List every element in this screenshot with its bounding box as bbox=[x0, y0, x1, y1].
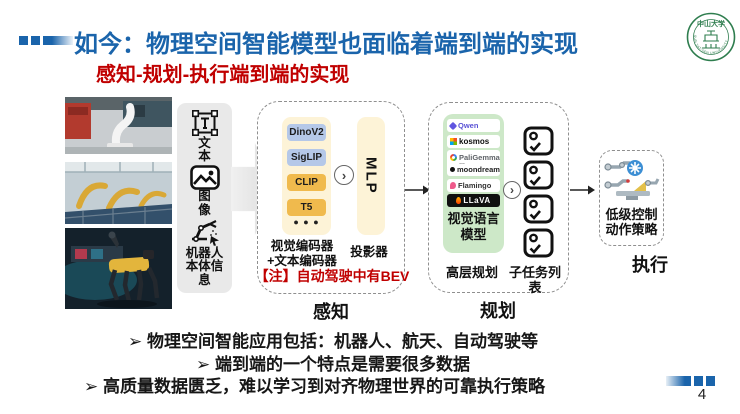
model-kosmos: kosmos bbox=[447, 134, 500, 148]
task-checkbox-icon bbox=[523, 160, 554, 190]
photo-robot-dog bbox=[65, 228, 172, 309]
task-checkbox-icon bbox=[523, 126, 554, 156]
google-logo-icon bbox=[450, 153, 457, 161]
model-qwen: Qwen bbox=[447, 119, 500, 132]
model-paligemma-moondream: PaliGemma … moondream bbox=[447, 150, 500, 176]
mlp-projector-box: MLP bbox=[357, 117, 385, 235]
encoder-dinov2: DinoV2 bbox=[287, 124, 326, 141]
model-llava: LLaVA bbox=[447, 194, 500, 207]
moondream-logo-icon bbox=[450, 166, 455, 172]
subtask-list-caption: 子任务列表 bbox=[508, 265, 561, 296]
vlm-caption: 视觉语言模型 bbox=[447, 211, 500, 242]
input-modalities-panel: 文本 图像 机器人本体信息 bbox=[177, 103, 232, 293]
footer-decoration bbox=[666, 376, 715, 386]
encoder-siglip: SigLIP bbox=[287, 149, 326, 166]
task-checkbox-icon bbox=[523, 228, 554, 258]
vlm-models-box: Qwen kosmos PaliGemma … moondream Flamin… bbox=[443, 114, 504, 253]
subtask-checklist bbox=[523, 126, 554, 258]
robot-arm-icon bbox=[191, 220, 219, 246]
input-label-robot-state: 机器人本体信息 bbox=[185, 245, 224, 288]
title-decoration bbox=[19, 36, 73, 45]
chevron-right-icon: › bbox=[503, 181, 521, 199]
page-number: 4 bbox=[697, 386, 707, 403]
deco-square bbox=[694, 376, 703, 386]
slide-subtitle: 感知-规划-执行端到端的实现 bbox=[96, 64, 350, 86]
model-flamingo: Flamingo bbox=[447, 178, 500, 192]
encoder-t5: T5 bbox=[287, 199, 326, 216]
input-label-image: 图像 bbox=[198, 189, 211, 217]
image-icon bbox=[189, 164, 220, 190]
university-logo-icon: 中山大学 SUN YAT-SEN UNIVERSITY bbox=[686, 12, 736, 62]
ellipsis: … bbox=[459, 160, 465, 166]
stage-label-execution: 执行 bbox=[632, 255, 668, 275]
projector-caption: 投影器 bbox=[350, 245, 388, 259]
svg-text:中山大学: 中山大学 bbox=[697, 19, 725, 28]
deco-bar bbox=[43, 36, 73, 45]
stage-label-perception: 感知 bbox=[313, 302, 349, 322]
arrow-planning-to-execution bbox=[570, 185, 595, 195]
encoder-stack: DinoV2 SigLIP CLIP T5 ● ● ● bbox=[282, 117, 331, 235]
encoder-clip: CLIP bbox=[287, 174, 326, 191]
arrow-perception-to-planning bbox=[405, 185, 430, 195]
bullet-data-scarcity: ➢ 高质量数据匮乏，难以学习到对齐物理世界的可靠执行策略 bbox=[84, 377, 545, 396]
stage-label-planning: 规划 bbox=[480, 301, 516, 321]
task-checkbox-icon bbox=[523, 194, 554, 224]
slide-title: 如今：物理空间智能模型也面临着端到端的实现 bbox=[74, 31, 578, 58]
bullet-data-need: ➢ 端到端的一个特点是需要很多数据 bbox=[196, 355, 470, 374]
chevron-right-icon: › bbox=[334, 165, 354, 185]
more-encoders-dots: ● ● ● bbox=[293, 217, 320, 227]
photo-factory-robot-arms bbox=[65, 162, 172, 224]
deco-square bbox=[19, 36, 28, 45]
input-label-text: 文本 bbox=[198, 135, 211, 164]
bev-note: 【注】自动驾驶中有BEV bbox=[254, 268, 410, 284]
encoder-caption: 视觉编码器+文本编码器 bbox=[267, 239, 337, 268]
bullet-applications: ➢ 物理空间智能应用包括：机器人、航天、自动驾驶等 bbox=[128, 332, 538, 351]
mlp-label: MLP bbox=[362, 157, 380, 195]
photo-white-robot-arm bbox=[65, 97, 172, 154]
robot-arms-illustration bbox=[604, 160, 660, 200]
kosmos-logo-icon bbox=[450, 137, 457, 145]
low-level-policy-caption: 低级控制动作策略 bbox=[605, 207, 658, 238]
deco-square bbox=[706, 376, 715, 386]
deco-square bbox=[31, 36, 40, 45]
qwen-logo-icon bbox=[448, 121, 458, 130]
flamingo-logo-icon bbox=[450, 181, 456, 189]
deco-bar bbox=[666, 376, 691, 386]
text-select-icon bbox=[191, 110, 218, 136]
flame-icon bbox=[456, 197, 462, 204]
high-level-planning-caption: 高层规划 bbox=[445, 265, 498, 280]
